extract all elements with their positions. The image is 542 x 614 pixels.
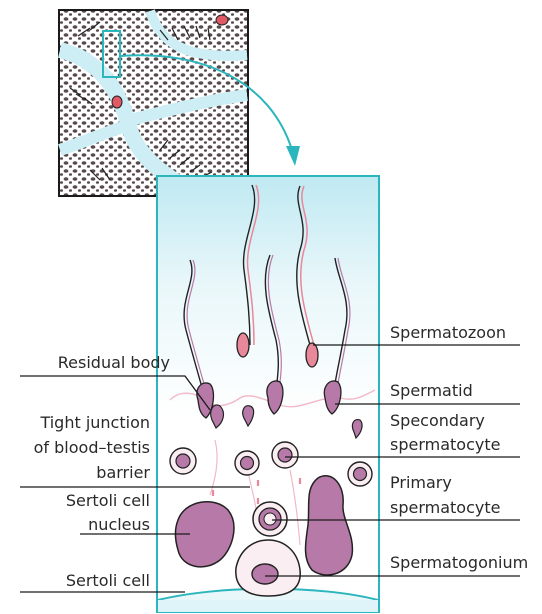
label-secondary-line1: Specondary xyxy=(390,410,485,432)
tubule-section xyxy=(157,176,379,612)
label-tight-junction-line3: barrier xyxy=(5,462,150,484)
label-sertoli-cell: Sertoli cell xyxy=(5,570,150,592)
inset-panel xyxy=(59,10,248,196)
label-sertoli-nucleus-line1: Sertoli cell xyxy=(5,490,150,512)
label-primary-line2: spermatocyte xyxy=(390,497,500,519)
label-tight-junction-line2: of blood–testis xyxy=(5,437,150,459)
label-residual-body: Residual body xyxy=(20,352,170,374)
label-spermatozoon: Spermatozoon xyxy=(390,322,506,344)
label-sertoli-nucleus-line2: nucleus xyxy=(5,514,150,536)
label-secondary-line2: spermatocyte xyxy=(390,434,500,456)
label-spermatid: Spermatid xyxy=(390,380,473,402)
label-tight-junction-line1: Tight junction xyxy=(5,412,150,434)
label-spermatogonium: Spermatogonium xyxy=(390,552,528,574)
label-primary-line1: Primary xyxy=(390,472,452,494)
